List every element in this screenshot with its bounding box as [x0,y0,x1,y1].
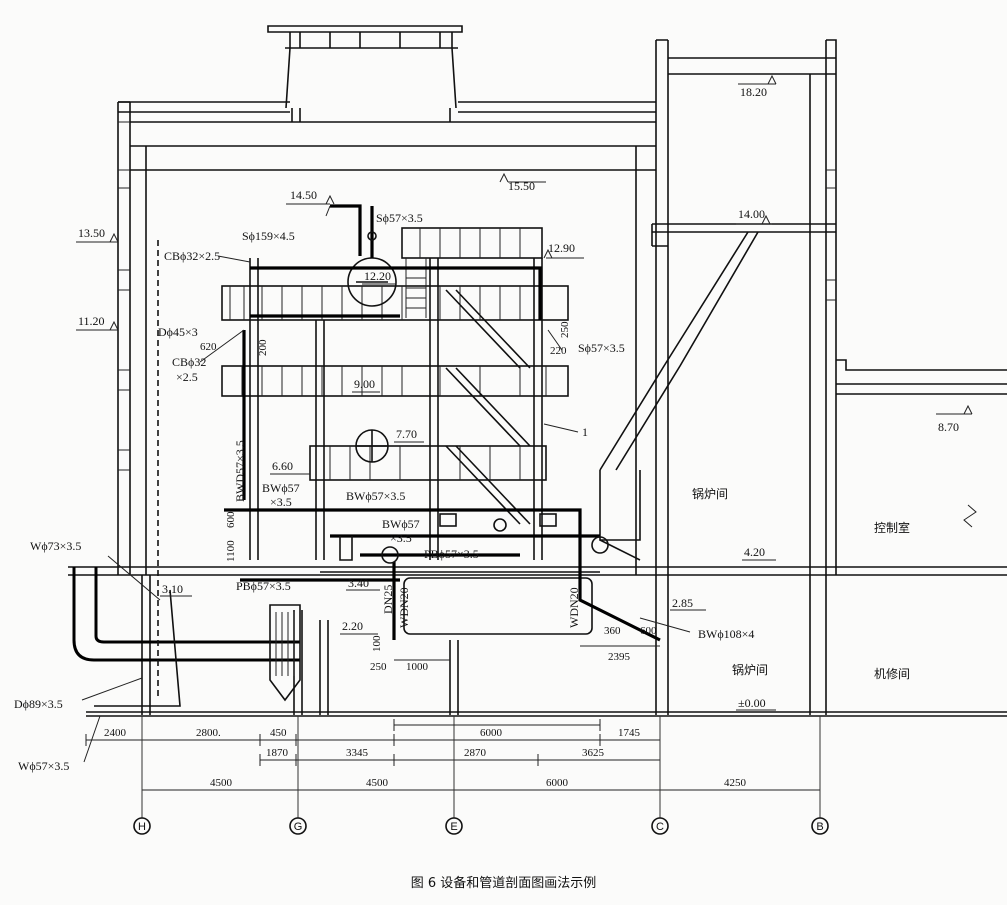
elevation-11-20: 11.20 [78,314,105,328]
axis-label-e: E [450,821,457,833]
dim-3345: 3345 [346,747,369,759]
pipe-label-bw57-c2: ×3.5 [390,531,412,545]
elevation-15-50: 15.50 [508,179,535,193]
axis-label-h: H [138,821,146,833]
elevation-3-40: 3.40 [348,576,369,590]
dim-600-a: 600 [225,511,237,528]
pipe-label-d89: Dϕ89×3.5 [14,697,63,711]
dimension-lines [85,645,821,818]
elevation-0-00: ±0.00 [738,696,766,710]
pipe-label-bw57-c: BWϕ57 [382,517,420,531]
elevation-13-50: 13.50 [78,226,105,240]
elevation-marks: 18.20 15.50 14.50 14.00 13.50 12.90 12.2… [76,74,973,711]
pipe-label-bw57-a2: ×3.5 [270,495,292,509]
dim-4500-b: 4500 [366,777,389,789]
dim-2400: 2400 [104,727,127,739]
dim-3625: 3625 [582,747,605,759]
pipe-label-d45: Dϕ45×3 [158,325,198,339]
pipe-label-wdn20-a: WDN20 [397,587,411,628]
dim-6000-b: 6000 [546,777,569,789]
dim-600-b: 600 [640,625,657,637]
axis-bubble-g [289,817,307,835]
room-boiler-upper: 锅炉间 [692,486,728,501]
dim-1100: 1100 [225,540,237,562]
pipe-label-bw108: BWϕ108×4 [698,627,754,641]
room-labels: 锅炉间 控制室 锅炉间 机修间 1 [543,423,910,681]
pipe-label-bw57-b: BWϕ57×3.5 [346,489,405,503]
axis-bubble-e [445,817,463,835]
pipe-label-bwd57: BWD57×3.5 [233,440,247,502]
elevation-18-20: 18.20 [740,85,767,99]
elevation-14-50: 14.50 [290,188,317,202]
axis-label-c: C [656,821,664,833]
figure-caption: 图 6 设备和管道剖面图画法示例 [410,876,597,891]
pipe-label-w73: Wϕ73×3.5 [30,539,81,553]
axis-bubbles: H G E C B [133,817,829,835]
pipe-label-s159: Sϕ159×4.5 [242,229,295,243]
axis-bubble-b [811,817,829,835]
elevation-6-60: 6.60 [272,459,293,473]
dim-200: 200 [257,339,269,356]
dim-250-a: 250 [559,321,571,338]
dim-2800: 2800. [196,727,221,739]
elevation-14-00: 14.00 [738,207,765,221]
dim-220: 220 [550,345,567,357]
pipe-label-pb57-b: PBϕ57×3.5 [236,579,291,593]
axis-bubble-c [651,817,669,835]
pipe-label-s57-top: Sϕ57×3.5 [376,211,423,225]
pipe-label-dn25: DN25 [381,585,395,614]
dim-4500-a: 4500 [210,777,233,789]
piping [72,204,661,707]
dim-2395: 2395 [608,651,631,663]
dim-360: 360 [604,625,621,637]
room-boiler-lower: 锅炉间 [732,662,768,677]
building-frame [68,39,1007,717]
axis-bubble-h [133,817,151,835]
dimension-texts: 620 200 250 220 1100 600 100 250 1000 36… [104,321,747,789]
elevation-7-70: 7.70 [396,427,417,441]
elevation-2-20: 2.20 [342,619,363,633]
dim-620: 620 [200,341,217,353]
elevation-12-20: 12.20 [364,269,391,283]
roof-ventilator [267,25,463,122]
dim-450: 450 [270,727,287,739]
dim-2870: 2870 [464,747,487,759]
axis-label-g: G [294,821,303,833]
pipe-label-bw57-a: BWϕ57 [262,481,300,495]
room-workshop: 机修间 [874,666,910,681]
room-control: 控制室 [874,520,910,535]
elevation-9-00: 9.00 [354,377,375,391]
pipe-label-s57-right: Sϕ57×3.5 [578,341,625,355]
pipe-label-pb57-a: PBϕ57×3.5 [424,547,479,561]
dim-6000-a: 6000 [480,727,503,739]
dim-1745: 1745 [618,727,641,739]
dim-4250: 4250 [724,777,747,789]
dim-100: 100 [371,635,383,652]
elevation-3-10: 3.10 [162,582,183,596]
elevation-8-70: 8.70 [938,420,959,434]
pipe-label-cb32: CBϕ32×2.5 [164,249,220,263]
pipe-labels: Sϕ159×4.5 Sϕ57×3.5 CBϕ32×2.5 Dϕ45×3 CBϕ3… [14,205,754,773]
elevation-12-90: 12.90 [548,241,575,255]
pipe-label-cb32-c: ×2.5 [176,370,198,384]
elevation-4-20: 4.20 [744,545,765,559]
elevation-2-85: 2.85 [672,596,693,610]
pipe-label-w57: Wϕ57×3.5 [18,759,69,773]
axis-label-b: B [816,821,823,833]
dim-1870: 1870 [266,747,289,759]
dim-250-b: 250 [370,661,387,673]
tag-number: 1 [582,425,588,439]
dim-1000: 1000 [406,661,429,673]
pipe-label-wdn20-b: WDN20 [567,587,581,628]
pipe-label-cb32-b: CBϕ32 [172,355,206,369]
boiler-structure [221,227,759,635]
